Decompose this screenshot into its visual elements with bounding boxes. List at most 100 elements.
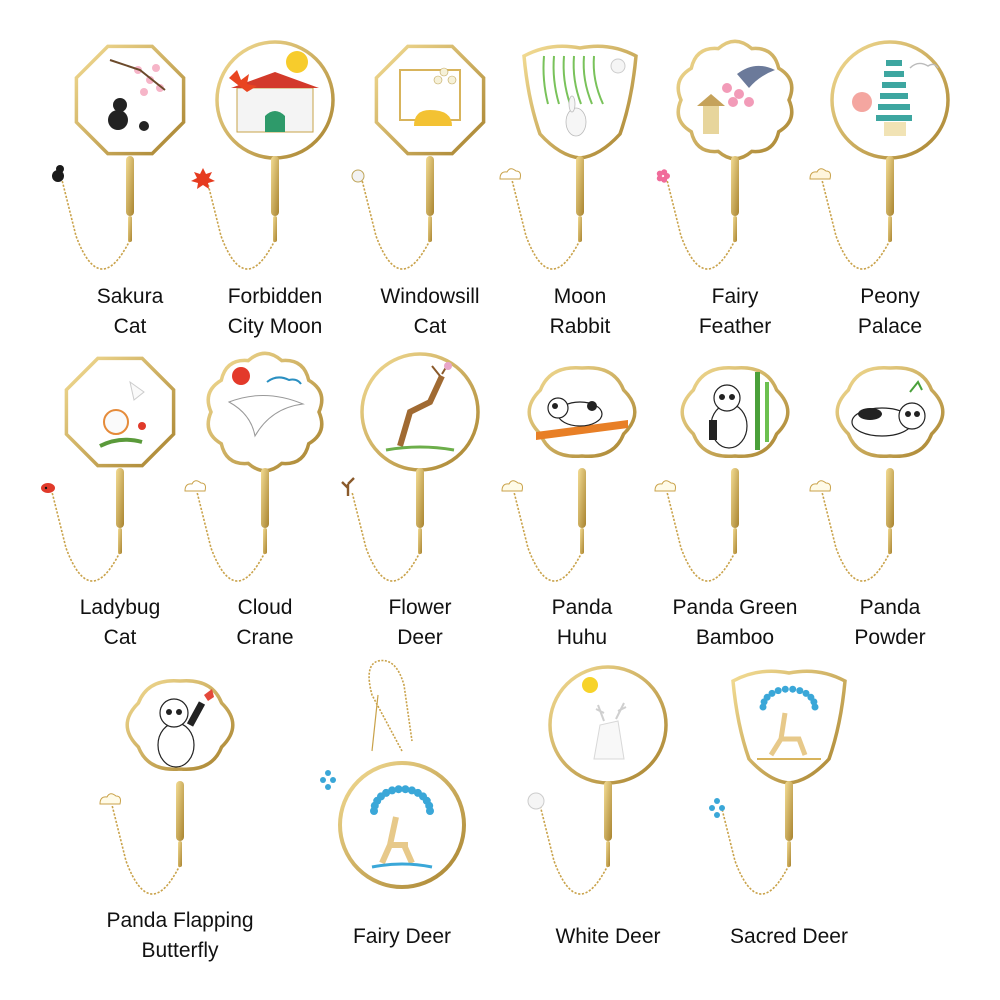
willow-icon [552, 55, 560, 105]
panda-patch-icon [858, 408, 882, 420]
chain-icon [511, 179, 581, 270]
ladybug-icon [138, 422, 146, 430]
label-line-2: Cat [113, 315, 147, 338]
fan-bookmark-icon [654, 365, 790, 582]
frame-icon [830, 40, 950, 160]
chain-icon [51, 491, 121, 582]
handle-tip-icon [580, 528, 584, 554]
handle-icon [426, 156, 434, 216]
label-line-2: Deer [397, 626, 443, 649]
blue-flower-icon [774, 687, 782, 695]
sun-icon [582, 677, 598, 693]
scene-group [757, 685, 821, 760]
gate-icon [265, 111, 285, 132]
blue-flower-icon [426, 807, 434, 815]
frame-icon [74, 44, 186, 156]
charm-group [341, 477, 355, 496]
handle-tip-icon [273, 216, 277, 242]
bookmark-label: Sacred Deer [689, 922, 889, 952]
handle-icon [271, 156, 279, 216]
label-line-1: Fairy [711, 285, 759, 308]
handle-icon [261, 468, 269, 528]
fan-bookmark-icon [320, 659, 466, 889]
charm-group [351, 169, 365, 183]
handle-tip-icon [733, 528, 737, 554]
label-line-1: Ladybug [79, 596, 161, 619]
black-cat-charm-icon [52, 170, 64, 182]
handle-icon [416, 468, 424, 528]
pagoda-base-icon [884, 122, 906, 136]
cloud-charm-icon [501, 480, 523, 492]
moon-icon [286, 51, 308, 73]
panda-eye-icon [166, 709, 172, 715]
scene-group [542, 55, 626, 137]
label-line-2: Palace [857, 315, 923, 338]
cloud-charm-icon [809, 480, 831, 492]
label-line-1: Forbidden [227, 285, 323, 308]
bookmark-label: Flower Deer [320, 593, 520, 653]
bookmark-ladybug-cat: Ladybug Cat [30, 342, 210, 649]
scene-group [227, 367, 305, 438]
blue-flower-icon [802, 689, 810, 697]
scene-group [852, 60, 939, 136]
branch-icon [536, 420, 628, 440]
fan-bookmark-icon [501, 365, 637, 582]
frame-icon [374, 44, 486, 156]
sakura-icon [152, 64, 160, 72]
label-line-1: Sacred Deer [730, 925, 848, 948]
chain-icon [720, 804, 790, 895]
sakura-icon [140, 88, 148, 96]
scene-group [582, 677, 627, 760]
crane-icon [227, 394, 305, 438]
handle-icon [116, 468, 124, 528]
sun-icon [232, 367, 250, 385]
pagoda-tier-icon [884, 71, 904, 77]
bamboo-icon [765, 382, 769, 442]
kitten-icon [139, 121, 149, 131]
label-line-2: Cat [103, 626, 137, 649]
chain-icon [666, 491, 736, 582]
fan-bookmark-icon [499, 44, 638, 270]
scene-group [851, 380, 926, 437]
deer-icon [768, 712, 808, 757]
rabbit-icon [565, 107, 587, 137]
panda-head-icon [159, 698, 189, 728]
cloud-charm-icon [184, 480, 206, 492]
blue-flower-icon [781, 685, 789, 693]
blossom-icon [744, 97, 754, 107]
handle-tip-icon [787, 841, 791, 867]
charm-group [656, 169, 670, 183]
cat-icon [103, 409, 129, 435]
cat-head-icon [113, 98, 127, 112]
scene-group [108, 59, 166, 131]
sakura-icon [146, 76, 154, 84]
bead-charm-icon [325, 770, 331, 776]
label-line-2: Bamboo [695, 626, 775, 649]
charm-group [99, 793, 121, 805]
pagoda-tier-icon [878, 104, 910, 110]
bookmark-label: Windowsill Cat [330, 282, 530, 342]
bookmark-panda-powder: Panda Powder [800, 342, 980, 649]
bookmark-panda-flapping-butterfly: Panda Flapping Butterfly [90, 655, 270, 962]
blossom-icon [734, 89, 744, 99]
peony-icon [852, 92, 872, 112]
charm-string-icon [371, 694, 379, 752]
blossom-charm-icon [656, 175, 663, 182]
chain-icon [821, 491, 891, 582]
label-line-1: Panda Flapping [106, 909, 254, 932]
panda-arm-icon [709, 420, 717, 440]
cat-icon [414, 110, 452, 126]
bookmark-fairy-feather: Fairy Feather [645, 30, 825, 338]
bookmark-label: Panda Green Bamboo [635, 593, 835, 653]
pagoda-tier-icon [886, 60, 902, 66]
charm-group [52, 165, 64, 182]
fan-bookmark-icon [709, 669, 847, 895]
fan-bookmark-icon [52, 44, 186, 270]
charm-group [320, 770, 336, 790]
blue-flower-icon [763, 693, 771, 701]
maple-leaf-charm-icon [191, 168, 215, 189]
label-line-1: Sakura [96, 285, 164, 308]
cloud-charm-icon [99, 793, 121, 805]
deer-icon [397, 374, 445, 447]
bead-charm-icon [320, 777, 326, 783]
